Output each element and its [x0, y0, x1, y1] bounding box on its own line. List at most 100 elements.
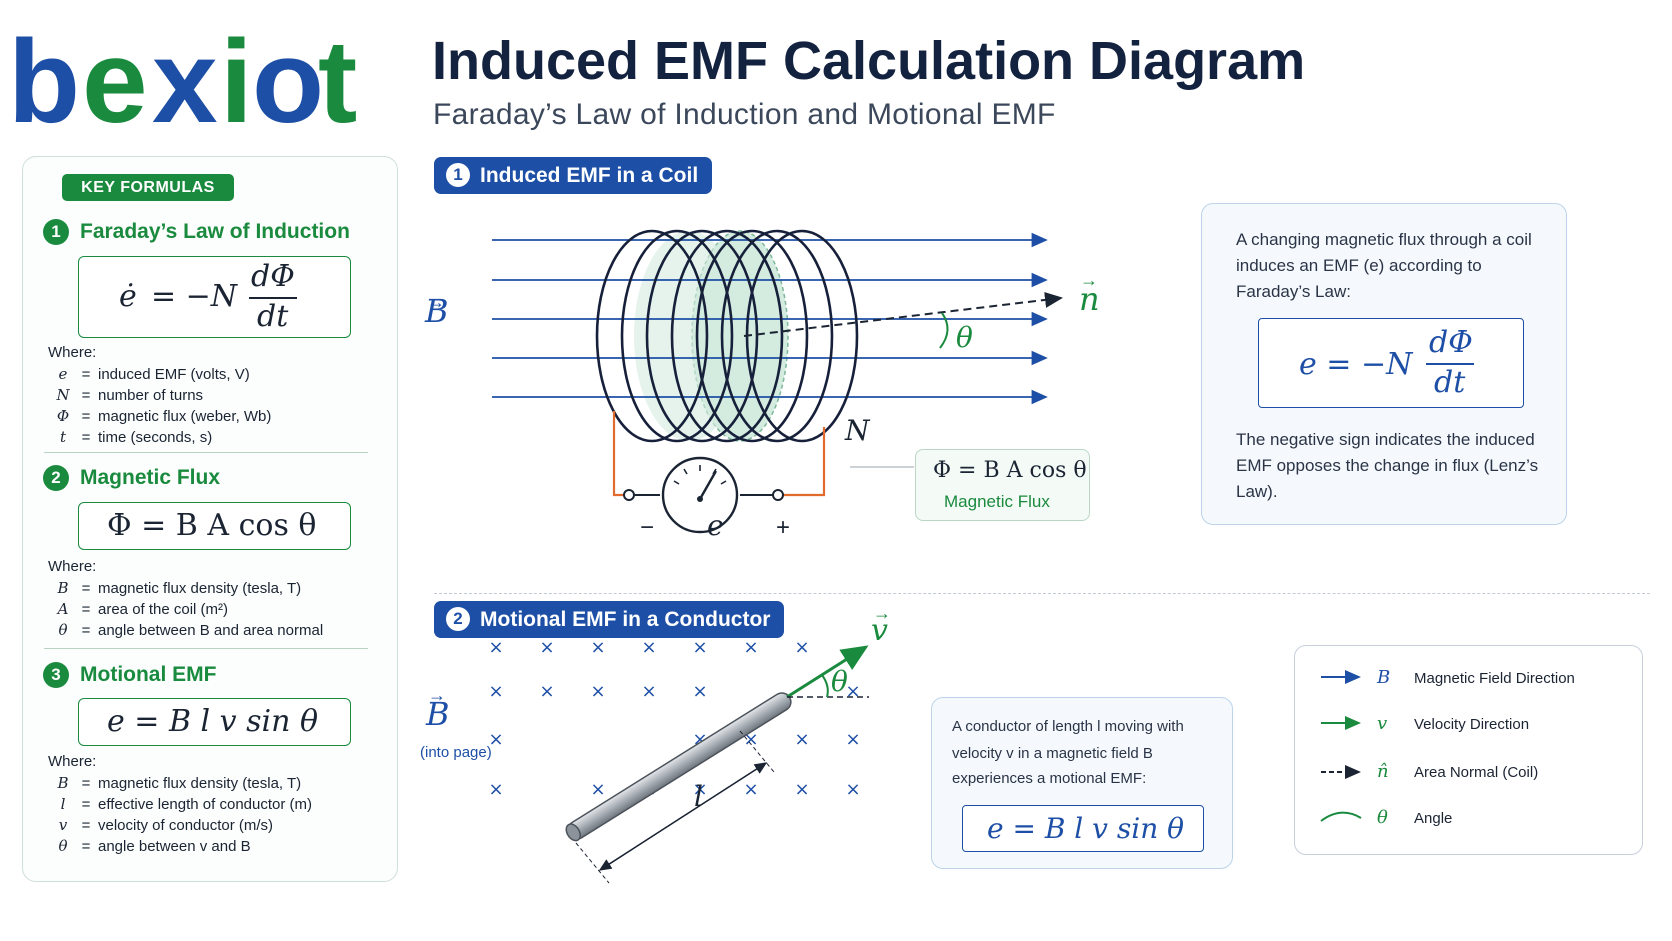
logo-o: o: [252, 24, 324, 134]
field-into-page-mark: ×: [590, 779, 605, 800]
field-into-page-mark: ×: [488, 779, 503, 800]
normal-n-label: n: [1079, 280, 1100, 318]
area-normal-vector: [743, 291, 1063, 337]
field-into-page-mark: ×: [641, 681, 656, 702]
field-into-page-mark: ×: [641, 637, 656, 658]
fraction-bar: [249, 297, 297, 299]
flux-callout-formula: Φ = B A cos θ: [933, 458, 1087, 483]
field-into-page-mark: ×: [488, 681, 503, 702]
minus-terminal-label: −: [640, 514, 655, 541]
motional-info-line: velocity v in a magnetic field B: [952, 745, 1153, 762]
field-into-page-mark: ×: [692, 779, 707, 800]
arc-icon: [1320, 811, 1362, 822]
flux-callout-caption: Magnetic Flux: [944, 492, 1050, 511]
logo-t: t: [318, 24, 357, 134]
faraday-info-formula-box: e = −N dΦ dt: [1258, 318, 1524, 408]
field-b-label: B: [426, 695, 450, 733]
field-into-page-mark: ×: [845, 729, 860, 750]
divider: [44, 648, 368, 649]
flux-definitions: B=magnetic flux density (tesla, T) A=are…: [52, 578, 323, 641]
where-label: Where:: [48, 753, 97, 770]
motional-info-formula: e = B l v sin θ: [987, 812, 1184, 845]
meter-needle: [698, 470, 718, 500]
flux-formula-callout: Φ = B A cos θ Magnetic Flux: [915, 449, 1090, 521]
legend-label: Magnetic Field Direction: [1414, 670, 1575, 687]
coil-turn: [670, 229, 784, 443]
emf-e-label: e: [707, 509, 724, 542]
motional-info-box: A conductor of length l moving with velo…: [931, 697, 1233, 869]
field-into-page-mark: ×: [794, 779, 809, 800]
fraction-bar: [1426, 363, 1474, 365]
field-b-label: B: [425, 292, 449, 330]
theta-arc: [939, 312, 949, 349]
formula-number-2: 2: [43, 465, 69, 491]
definition-row: l=effective length of conductor (m): [60, 795, 312, 813]
page-title: Induced EMF Calculation Diagram: [432, 31, 1306, 91]
where-label: Where:: [48, 558, 97, 575]
formula-lhs: ė: [119, 279, 137, 314]
legend-label: Velocity Direction: [1414, 716, 1530, 733]
field-into-page-mark: ×: [794, 637, 809, 658]
logo-x: x: [152, 24, 218, 134]
motional-emf-heading: Motional EMF: [80, 663, 217, 686]
coil-turn: [595, 229, 709, 443]
vector-arrow-glyph: →: [427, 292, 445, 312]
info-frac-numerator: dΦ: [1429, 325, 1473, 360]
field-into-page-mark: ×: [539, 637, 554, 658]
legend-symbol: n̂: [1377, 761, 1389, 782]
terminal-left: [623, 489, 635, 501]
field-into-page-mark: ×: [590, 637, 605, 658]
logo-b: b: [12, 24, 80, 134]
theta-arc: [821, 674, 829, 698]
vector-arrow-glyph: →: [1080, 270, 1098, 290]
legend-symbol: v: [1377, 713, 1388, 734]
bexiot-logo: b e x i o t: [12, 24, 357, 134]
info-frac-denominator: dt: [1434, 365, 1466, 400]
coil-turn: [620, 229, 734, 443]
motional-formula: e = B l v sin θ: [107, 704, 319, 739]
legend-label: Angle: [1414, 810, 1453, 827]
coil-diagram: [492, 229, 1063, 534]
page-subtitle: Faraday’s Law of Induction and Motional …: [433, 98, 1056, 131]
lead-left: [612, 411, 626, 497]
faraday-info-box: A changing magnetic flux through a coil …: [1201, 203, 1567, 525]
definition-row: t=time (seconds, s): [59, 428, 213, 446]
field-into-page-mark: ×: [590, 681, 605, 702]
velocity-v-label: v: [871, 613, 888, 648]
logo-i: i: [220, 24, 253, 134]
motional-formula-box: e = B l v sin θ: [78, 698, 351, 746]
flux-formula-box: Φ = B A cos θ: [78, 502, 351, 550]
turns-n-label: N: [845, 414, 870, 447]
where-label: Where:: [48, 344, 97, 361]
faraday-law-heading: Faraday’s Law of Induction: [80, 220, 350, 243]
field-into-page-mark: ×: [743, 637, 758, 658]
legend-box: B v n̂ θ Magnetic Field Direction Veloci…: [1294, 645, 1643, 855]
field-into-page-mark: ×: [845, 779, 860, 800]
field-into-page-mark: ×: [539, 681, 554, 702]
definition-row: A=area of the coil (m²): [57, 600, 229, 618]
lenz-law-text: The negative sign indicates the induced …: [1236, 430, 1539, 501]
motional-info-line: experiences a motional EMF:: [952, 770, 1147, 787]
field-into-page-mark: ×: [692, 637, 707, 658]
flux-formula: Φ = B A cos θ: [107, 508, 317, 543]
vector-arrow-glyph: →: [428, 685, 446, 705]
lead-right: [778, 427, 826, 497]
logo-e: e: [82, 24, 148, 134]
coil-turn: [645, 229, 759, 443]
legend-symbol: B: [1377, 667, 1391, 688]
section-divider: [434, 593, 1650, 594]
field-into-page-mark: ×: [488, 637, 503, 658]
definition-row: θ=angle between B and area normal: [58, 621, 324, 639]
legend-symbol: θ: [1377, 807, 1388, 828]
length-l-label: l: [694, 780, 703, 813]
frac-numerator: dΦ: [251, 259, 295, 294]
length-dimension: [598, 762, 767, 871]
definition-row: θ=angle between v and B: [58, 837, 251, 855]
field-into-page-mark: ×: [743, 779, 758, 800]
definition-row: e=induced EMF (volts, V): [58, 365, 250, 383]
vector-arrow-glyph: →: [873, 603, 891, 623]
coil-area-back: [634, 231, 744, 441]
magnetic-flux-heading: Magnetic Flux: [80, 466, 221, 489]
definition-row: B=magnetic flux density (tesla, T): [57, 774, 302, 792]
